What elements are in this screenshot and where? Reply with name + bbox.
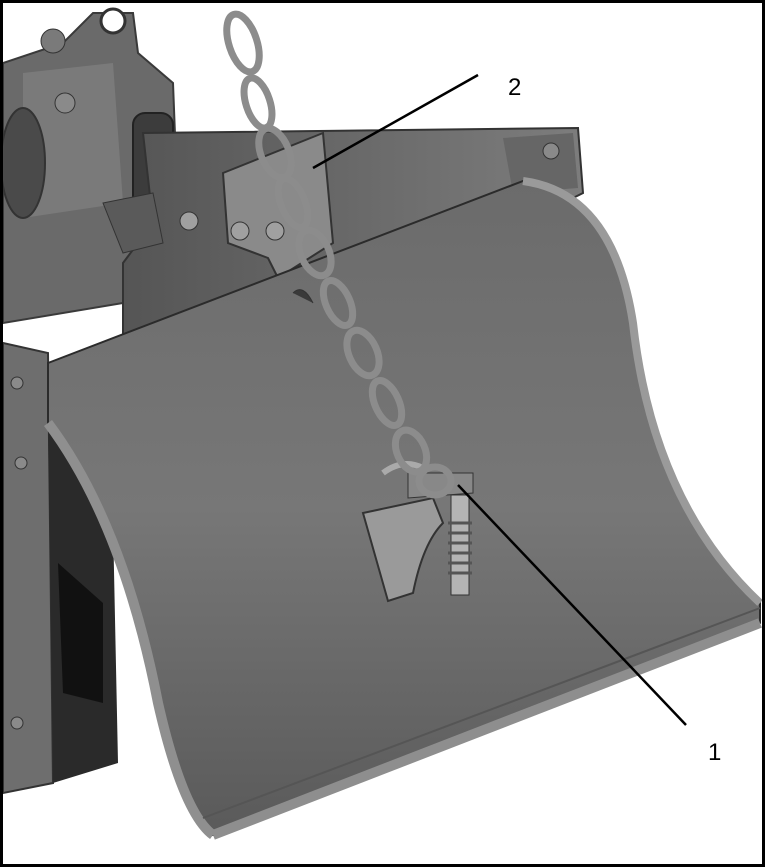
chain <box>223 10 455 499</box>
chain-hook-bracket <box>361 472 474 603</box>
leader-line-2 <box>312 73 479 170</box>
callout-number-2: 2 <box>508 74 521 101</box>
callout-number-1: 1 <box>708 739 721 766</box>
rear-flap-illustration: 2 1 <box>3 7 762 840</box>
spring-hook <box>381 461 472 596</box>
callout-leader-lines <box>312 73 687 726</box>
leader-line-1 <box>457 484 687 726</box>
gearbox-housing <box>3 7 180 325</box>
